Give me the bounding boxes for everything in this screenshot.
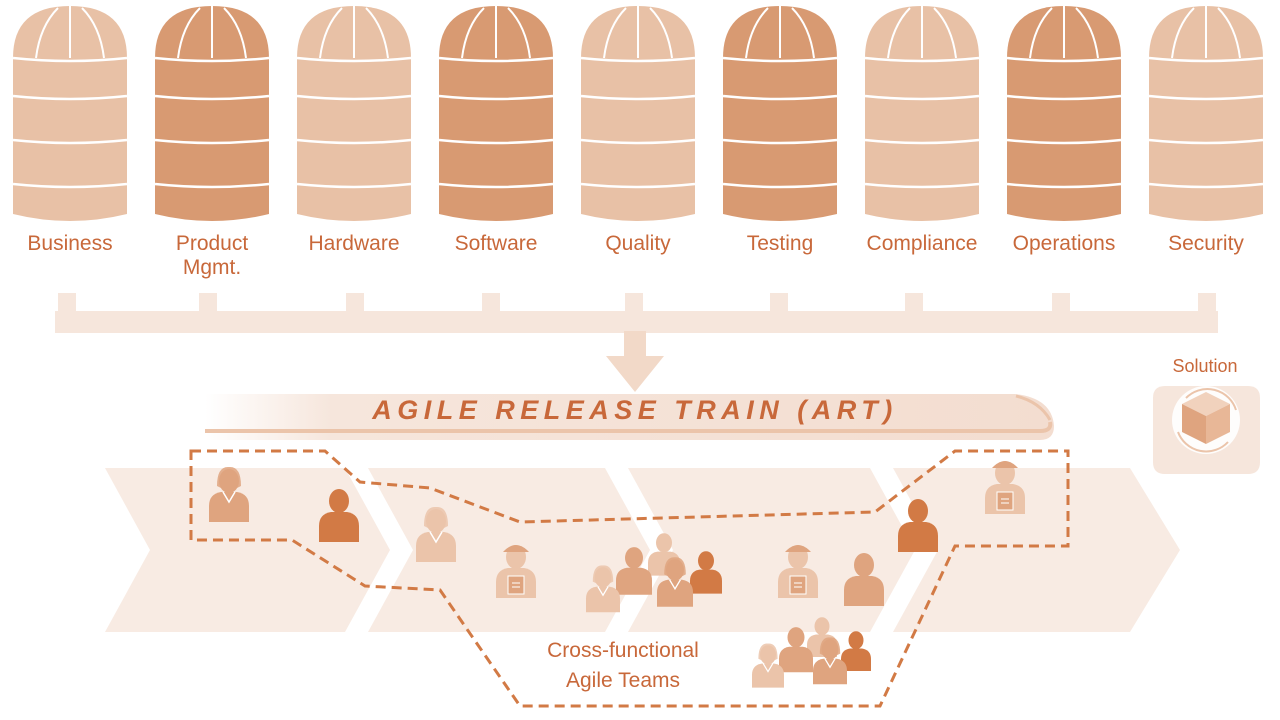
person (844, 553, 884, 606)
silo-label: Hardware (308, 232, 400, 255)
person (898, 499, 938, 552)
silo-label: Compliance (866, 232, 978, 255)
silo-3 (438, 6, 554, 221)
solution-icon (1153, 386, 1260, 474)
solution-label: Solution (1172, 356, 1238, 376)
teams-label: Cross-functional Agile Teams (520, 636, 726, 696)
silo-connector-bar (55, 293, 1218, 333)
team-boundary-dashed (189, 449, 1070, 708)
person (657, 557, 693, 607)
person-with-clipboard (496, 545, 536, 598)
person (813, 637, 847, 685)
person-with-clipboard (778, 545, 818, 598)
silo-5 (722, 6, 838, 221)
silo-label: Business (27, 232, 113, 255)
person (586, 565, 620, 613)
person (690, 551, 722, 594)
silo-8 (1148, 6, 1264, 221)
silo-label: Quality (605, 232, 671, 255)
person-with-clipboard (985, 461, 1025, 514)
silo-6 (864, 6, 980, 221)
functional-silos (12, 6, 1264, 221)
silo-4 (580, 6, 696, 221)
silo-label: Testing (746, 232, 814, 255)
silo-0 (12, 6, 128, 221)
silo-label: Operations (1012, 232, 1116, 255)
silo-label: Product Mgmt. (175, 232, 249, 279)
silo-7 (1006, 6, 1122, 221)
person (416, 506, 456, 562)
silo-label: Security (1168, 232, 1244, 255)
silo-label: Software (454, 232, 538, 255)
chevron-4 (893, 468, 1180, 632)
person (209, 466, 249, 522)
person (841, 631, 871, 671)
teams-label-line1: Cross-functional (547, 639, 699, 662)
art-title: AGILE RELEASE TRAIN (ART) (372, 395, 898, 425)
chevron-1 (105, 468, 390, 632)
down-arrow (606, 331, 664, 392)
silo-1 (154, 6, 270, 221)
team-members (209, 461, 1025, 688)
agile-release-train (205, 394, 1054, 440)
chevron-3 (628, 468, 915, 632)
teams-label-line2: Agile Teams (565, 669, 680, 692)
silo-2 (296, 6, 412, 221)
person (779, 627, 813, 673)
person (319, 489, 359, 542)
person (752, 643, 784, 688)
person (616, 547, 652, 595)
